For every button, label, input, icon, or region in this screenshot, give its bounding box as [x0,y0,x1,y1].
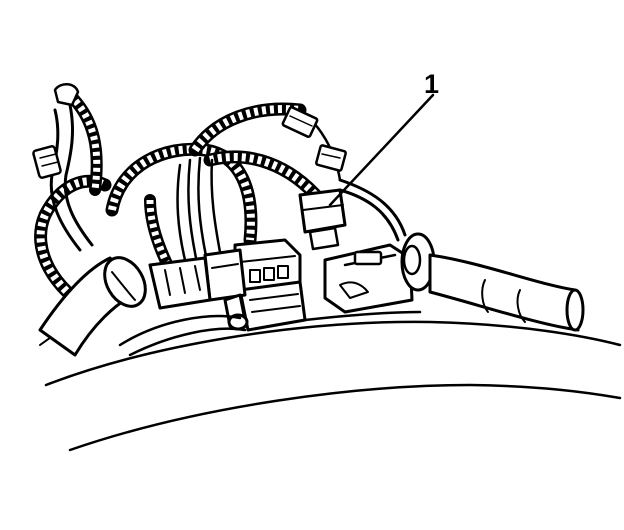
left-harness-loop [34,174,112,317]
module-connector [323,243,414,314]
right-conduit [428,253,585,332]
upper-inline-connectors [281,106,347,182]
left-vertical-harness [32,83,103,252]
callout-label-1: 1 [424,69,439,99]
base-plate [118,310,422,357]
right-wire [338,178,407,242]
callout-1: 1 [328,69,439,207]
left-conduit [38,256,147,357]
upper-harness-arch [105,102,327,247]
body-panel [39,317,622,452]
harness-connector-plug [298,188,347,251]
center-connector-blocks [148,238,307,332]
